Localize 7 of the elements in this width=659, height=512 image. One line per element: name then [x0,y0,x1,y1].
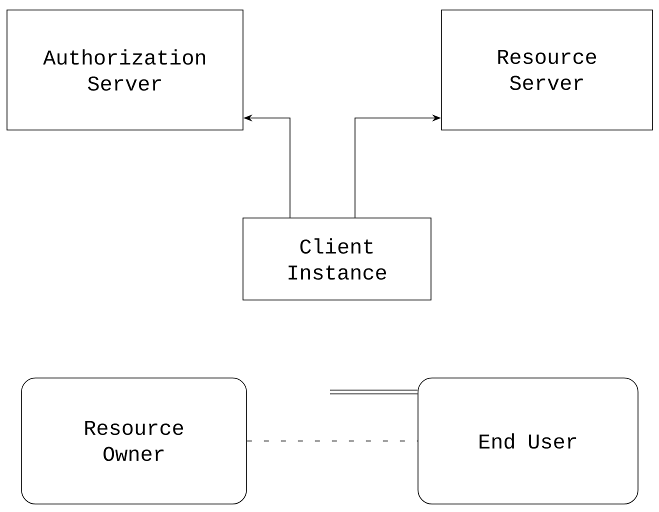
wavy-line [246,440,418,442]
rounded-box: End User [418,378,638,504]
box: Authorization Server [6,10,244,130]
box: Client Instance [242,218,432,300]
double-line [330,390,418,394]
rounded-box: Resource Owner [21,378,247,504]
box: Resource Server [441,10,653,130]
